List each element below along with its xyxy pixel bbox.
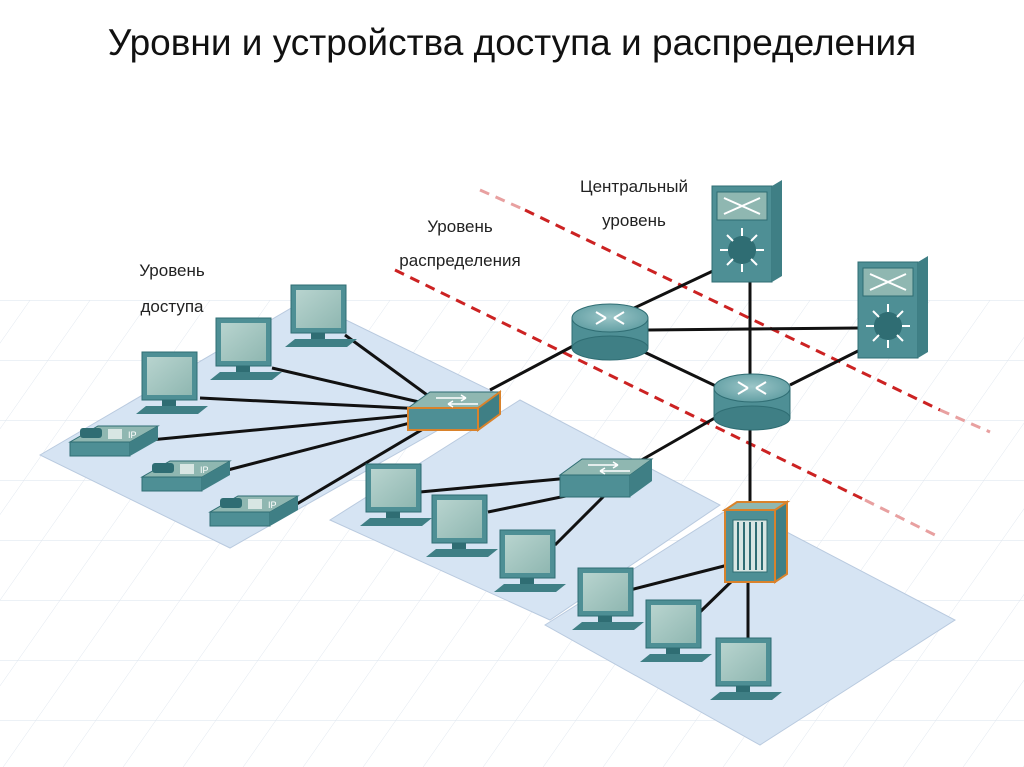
access-layer-label: Уровень доступа xyxy=(139,261,205,316)
ip-phone-1: IP xyxy=(68,425,160,457)
distribution-boundary-line xyxy=(394,268,936,537)
distribution-layer-label: Уровень распределения xyxy=(399,217,520,270)
core-boundary-line xyxy=(479,188,991,434)
access-floor-middle xyxy=(328,399,721,621)
ip-phone-3: IP xyxy=(208,495,300,527)
core-label-line-1: Центральный xyxy=(580,177,688,196)
pc-access-4 xyxy=(360,463,432,526)
ip-phone-2: IP xyxy=(140,460,232,492)
pc-access-1 xyxy=(285,284,357,347)
page-title: Уровни и устройства доступа и распределе… xyxy=(107,22,917,63)
access-label-line-1: Уровень xyxy=(139,261,205,280)
server-rack xyxy=(721,500,791,584)
access-floor-right xyxy=(544,504,956,746)
pc-access-9 xyxy=(710,637,782,700)
ip-phone-badge: IP xyxy=(200,465,209,475)
distribution-label-line-2: распределения xyxy=(399,251,520,270)
core-label-line-2: уровень xyxy=(602,211,666,230)
pc-access-5 xyxy=(426,494,498,557)
pc-access-8 xyxy=(640,599,712,662)
core-switch-1 xyxy=(711,180,782,283)
pc-access-2 xyxy=(210,317,282,380)
ip-phone-badge: IP xyxy=(128,430,137,440)
core-switch-2 xyxy=(857,256,928,359)
access-switch-2 xyxy=(558,458,654,498)
pc-access-6 xyxy=(494,529,566,592)
access-label-line-2: доступа xyxy=(140,297,204,316)
distribution-router-1 xyxy=(571,303,649,361)
pc-access-3 xyxy=(136,351,208,414)
access-switch-1 xyxy=(406,390,502,432)
distribution-label-line-1: Уровень xyxy=(427,217,493,236)
distribution-router-2 xyxy=(713,373,791,431)
pc-access-7 xyxy=(572,567,644,630)
core-layer-label: Центральный уровень xyxy=(580,177,688,230)
ip-phone-badge: IP xyxy=(268,500,277,510)
